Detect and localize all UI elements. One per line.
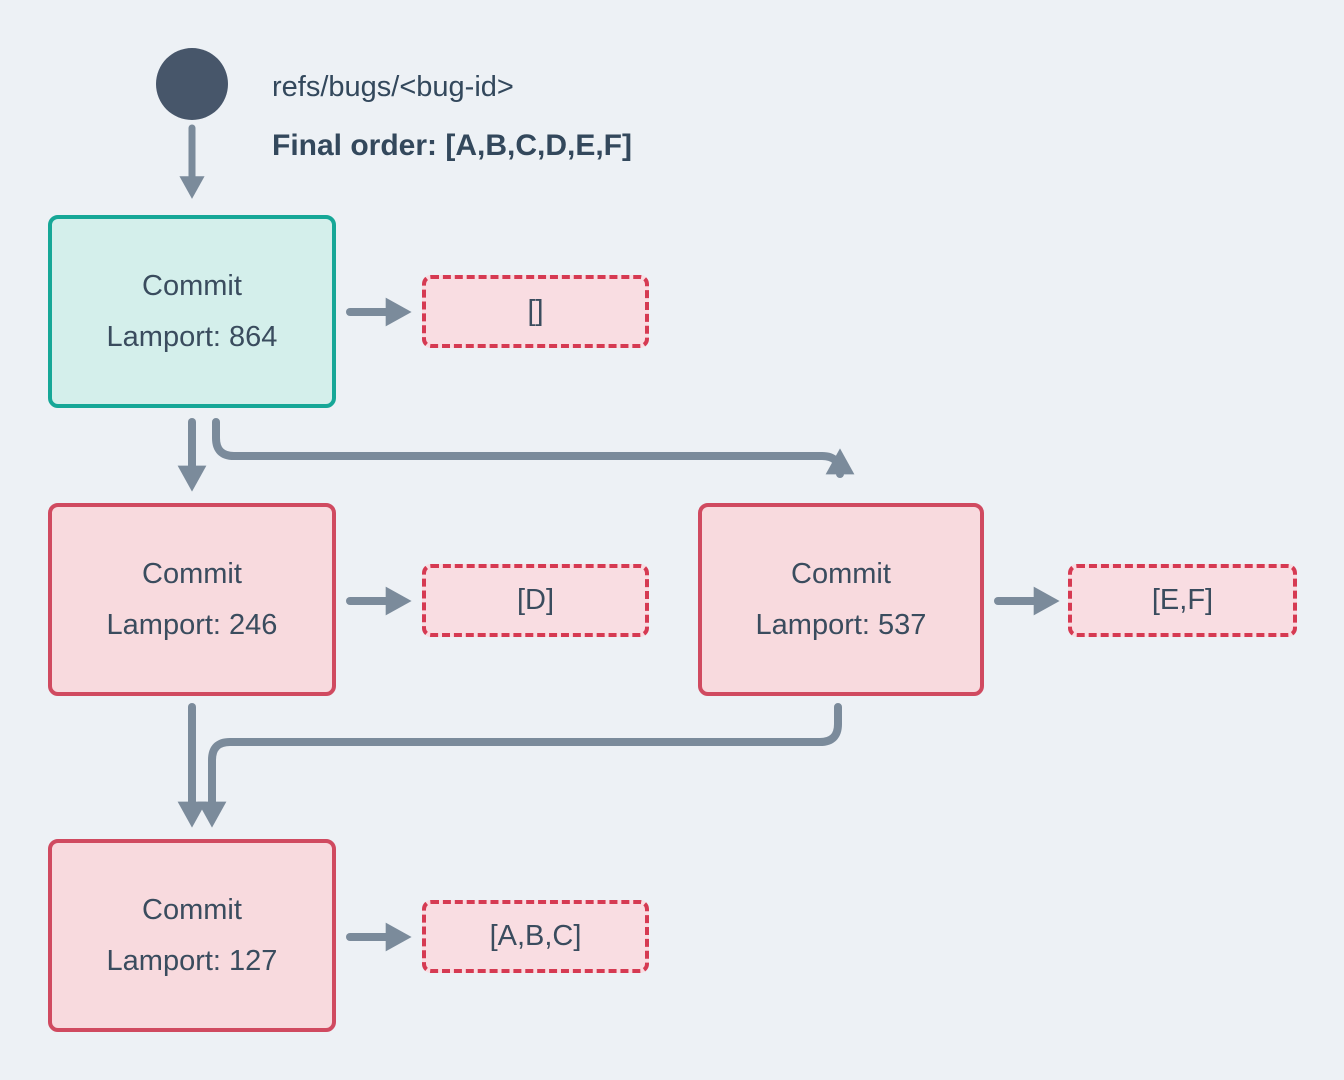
commit-node-127: Commit Lamport: 127 <box>48 839 336 1032</box>
commit-title: Commit <box>142 893 242 926</box>
payload-box-537: [E,F] <box>1068 564 1297 637</box>
commit-lamport-label: Lamport: 864 <box>106 320 278 353</box>
ref-name-label: refs/bugs/<bug-id> <box>272 71 514 103</box>
commit-lamport-label: Lamport: 246 <box>106 608 278 641</box>
commit-lamport-label: Lamport: 127 <box>106 944 278 977</box>
edge-commit-864-to-commit-537 <box>212 418 855 478</box>
ref-head-dot-icon <box>156 48 228 120</box>
payload-label: [E,F] <box>1151 584 1214 616</box>
commit-title: Commit <box>142 269 242 302</box>
final-order-label: Final order: [A,B,C,D,E,F] <box>272 129 632 162</box>
payload-label: [A,B,C] <box>489 920 582 952</box>
payload-box-246: [D] <box>422 564 649 637</box>
edge-commit-537-to-commit-127 <box>197 703 842 828</box>
commit-node-537: Commit Lamport: 537 <box>698 503 984 696</box>
payload-label: [] <box>527 295 544 327</box>
payload-box-864: [] <box>422 275 649 348</box>
payload-label: [D] <box>516 584 555 616</box>
commit-title: Commit <box>791 557 891 590</box>
commit-title: Commit <box>142 557 242 590</box>
payload-box-127: [A,B,C] <box>422 900 649 973</box>
commit-node-864: Commit Lamport: 864 <box>48 215 336 408</box>
commit-node-246: Commit Lamport: 246 <box>48 503 336 696</box>
commit-lamport-label: Lamport: 537 <box>755 608 927 641</box>
